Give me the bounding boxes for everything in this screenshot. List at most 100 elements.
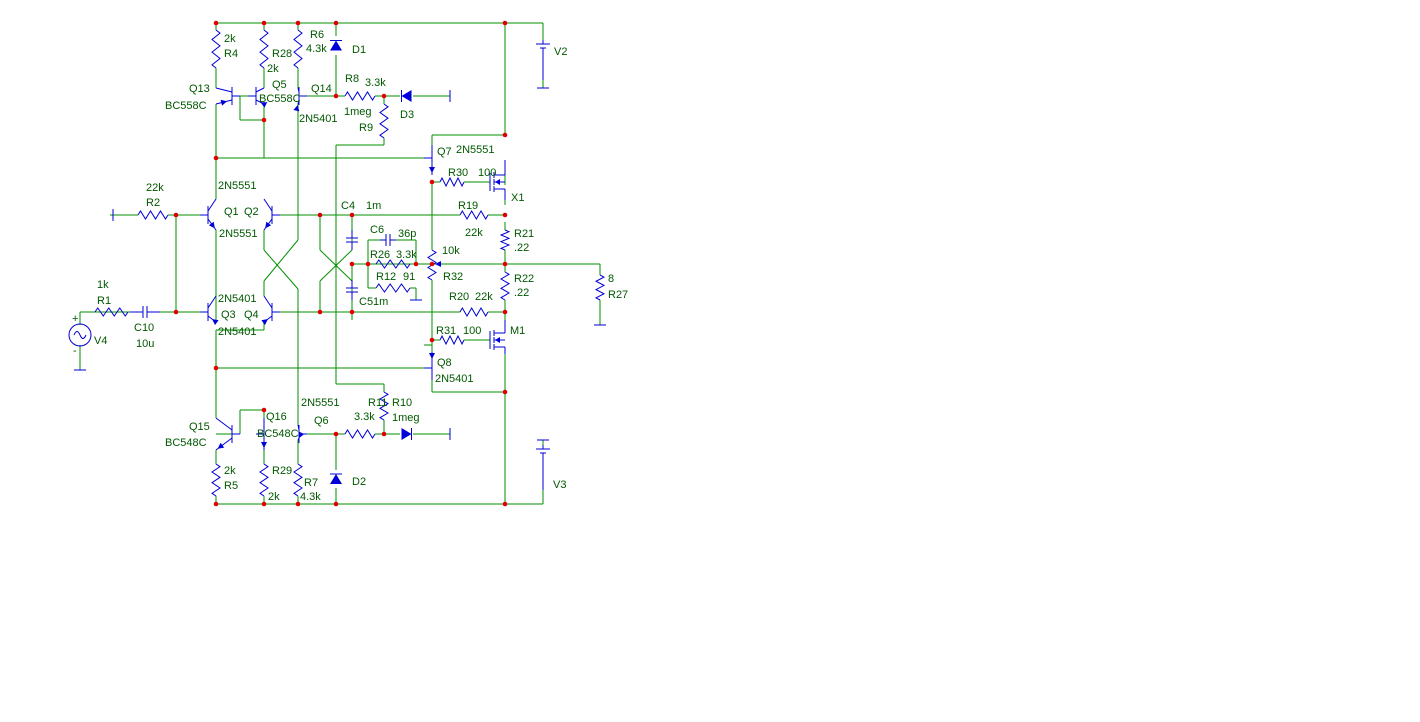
label-q14-name: Q14	[311, 83, 332, 95]
stroke	[215, 417, 233, 431]
label-r8-name: R8	[345, 73, 359, 85]
capacitor-c4	[346, 230, 358, 250]
label-r32-value: 10k	[442, 245, 460, 257]
junction-dot	[317, 212, 323, 218]
label-r8-value: 3.3k	[365, 77, 386, 89]
mosfet-m1	[489, 320, 506, 354]
label-q1-name: Q1	[224, 206, 239, 218]
label-q14-model: 2N5401	[299, 113, 338, 125]
junction-dot	[381, 93, 387, 99]
wire-layer	[79, 22, 601, 505]
junction-dot	[295, 501, 301, 507]
transistor-q8	[424, 352, 435, 380]
label-r26-name: R26	[370, 249, 390, 261]
stroke	[297, 437, 300, 441]
label-r12-value: 91	[403, 271, 415, 283]
arrow-head	[212, 319, 219, 325]
arrow-head	[495, 179, 500, 185]
label-c5-name: C51m	[359, 296, 388, 308]
transistor-q2	[263, 198, 280, 231]
wire	[263, 249, 299, 290]
label-v2-name: V2	[554, 46, 567, 58]
battery-v2	[536, 40, 550, 80]
resistor-r22	[500, 271, 510, 301]
source-ring	[68, 323, 92, 347]
label-r5-name: R5	[224, 480, 238, 492]
resistor-r30	[439, 176, 465, 188]
junction-dot	[261, 20, 267, 26]
arrow-head	[429, 167, 435, 173]
label-c4-value: 1m	[366, 200, 381, 212]
arrow-head	[495, 337, 500, 343]
label-r11-name: R11	[368, 397, 387, 409]
transistor-q5	[248, 87, 268, 108]
resistor-r28	[259, 29, 269, 69]
label-r10-value: 1meg	[392, 412, 420, 424]
label-r27-name: R27	[608, 289, 628, 301]
junction-dot	[333, 501, 339, 507]
label-r4-value: 2k	[224, 33, 236, 45]
zigzag	[259, 29, 269, 69]
zigzag	[94, 307, 129, 317]
junction-dot	[429, 261, 435, 267]
zigzag	[137, 210, 169, 220]
arrow-head	[298, 431, 305, 439]
resistor-r21	[499, 229, 511, 251]
arrow-head	[261, 319, 268, 325]
label-q3-name: Q3	[221, 309, 236, 321]
zigzag	[379, 103, 389, 139]
junction-dot	[502, 309, 508, 315]
junction-dot	[502, 212, 508, 218]
resistor-r27	[594, 274, 606, 301]
label-c6-value: 36p	[398, 228, 416, 240]
junction-dot	[261, 407, 267, 413]
label-r19-name: R19	[458, 200, 478, 212]
zigzag	[499, 229, 511, 251]
label-q1q2-model-top: 2N5551	[218, 180, 257, 192]
label-q13-model: BC558C	[165, 100, 207, 112]
label-q4-name: Q4	[244, 309, 259, 321]
label-v3-name: V3	[553, 479, 566, 491]
junction-dot	[349, 261, 355, 267]
label-q15-model: BC548C	[165, 437, 207, 449]
junction-layer	[173, 20, 508, 507]
resistor-r7	[293, 463, 303, 497]
label-r2-name: R2	[146, 197, 160, 209]
zigzag	[344, 91, 376, 101]
label-r29-value: 2k	[268, 491, 280, 503]
arrow-head	[261, 442, 267, 448]
arrow-head	[260, 102, 268, 108]
diode-triangle	[401, 428, 412, 440]
label-r31-value: 100	[463, 325, 481, 337]
label-r27-value: 8	[608, 273, 614, 285]
label-r31-name: R31	[436, 325, 456, 337]
stroke	[215, 87, 233, 93]
label-r26-value: 3.3k	[396, 249, 417, 261]
label-q7-name: Q7	[437, 146, 452, 158]
junction-dot	[213, 501, 219, 507]
label-r9-value: 1meg	[344, 106, 372, 118]
junction-dot	[502, 132, 508, 138]
label-r12-name: R12	[376, 271, 396, 283]
capacitor-c6	[380, 234, 396, 246]
zigzag	[293, 463, 303, 497]
label-q1q2-model-bottom: 2N5551	[219, 228, 258, 240]
battery-v3	[536, 445, 550, 490]
junction-dot	[333, 431, 339, 437]
capacitor-c10	[130, 306, 160, 318]
label-r32-name: R32	[443, 271, 463, 283]
arrow-head	[435, 261, 441, 267]
label-q3q4-model-bottom: 2N5401	[218, 326, 257, 338]
zigzag	[379, 391, 389, 421]
stroke	[255, 87, 265, 93]
wire	[319, 249, 353, 282]
arrow-head	[220, 99, 228, 106]
label-q6-model: 2N5551	[301, 397, 340, 409]
label-q16-model: BC548C	[257, 428, 299, 440]
junction-dot	[349, 212, 355, 218]
label-d3-name: D3	[400, 109, 414, 121]
sine-wave	[73, 331, 87, 339]
stroke	[297, 87, 300, 93]
